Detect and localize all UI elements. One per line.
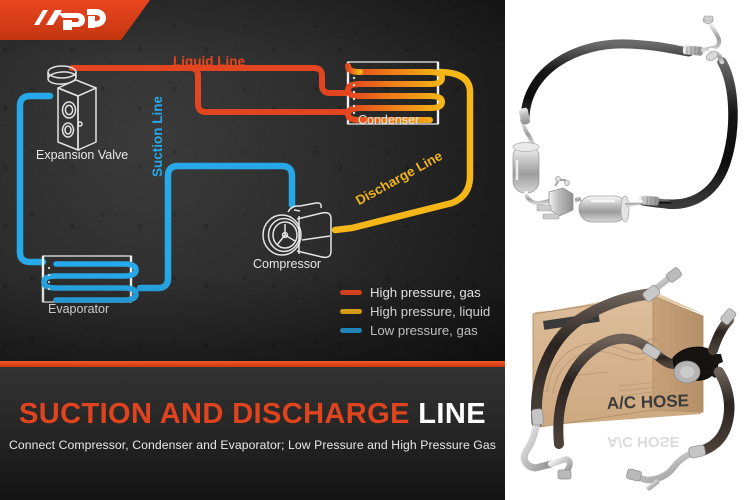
legend-label: High pressure, gas	[370, 285, 481, 300]
box-and-hose-illustration: A/C HOSE A/C HOSE	[507, 254, 750, 500]
legend-item: High pressure, gas	[340, 283, 490, 302]
panel-separator	[507, 252, 750, 254]
box-label-text: A/C HOSE	[606, 391, 689, 413]
legend-swatch-high-pressure-gas	[340, 290, 362, 295]
hose-foreground	[520, 267, 737, 491]
legend-swatch-low-pressure-gas	[340, 328, 362, 333]
hose-assembly-illustration	[507, 0, 750, 252]
legend-label: Low pressure, gas	[370, 323, 478, 338]
box-label-reflection: A/C HOSE	[607, 433, 680, 450]
evaporator-component	[41, 255, 139, 303]
brand-banner	[0, 0, 150, 40]
label-liquid-line: Liquid Line	[173, 54, 245, 69]
page-title: SUCTION AND DISCHARGE LINE	[0, 398, 505, 431]
legend-item: High pressure, liquid	[340, 302, 490, 321]
title-section: SUCTION AND DISCHARGE LINE Connect Compr…	[0, 367, 505, 500]
pressure-legend: High pressure, gas High pressure, liquid…	[340, 283, 490, 340]
title-plain-text: LINE	[418, 398, 486, 430]
label-compressor: Compressor	[253, 257, 322, 271]
page-subtitle: Connect Compressor, Condenser and Evapor…	[9, 438, 496, 452]
legend-item: Low pressure, gas	[340, 321, 490, 340]
label-suction-line: Suction Line	[150, 96, 165, 177]
label-expansion-valve: Expansion Valve	[36, 148, 129, 162]
compressor-component	[262, 202, 332, 259]
legend-swatch-high-pressure-liquid	[340, 309, 362, 314]
liquid-line-path	[69, 65, 351, 115]
label-condenser: Condenser	[358, 113, 420, 127]
hose-with-box-photo: A/C HOSE A/C HOSE	[507, 254, 750, 500]
diagram-panel: Expansion Valve Evaporator Condenser Com…	[0, 0, 505, 500]
section-divider	[0, 361, 505, 367]
label-evaporator: Evaporator	[48, 302, 110, 316]
hose-assembly-photo	[507, 0, 750, 252]
title-accent-text: SUCTION AND DISCHARGE	[19, 398, 410, 430]
legend-label: High pressure, liquid	[370, 304, 491, 319]
expansion-valve-component	[47, 65, 97, 151]
ap-logo-icon	[34, 9, 106, 30]
